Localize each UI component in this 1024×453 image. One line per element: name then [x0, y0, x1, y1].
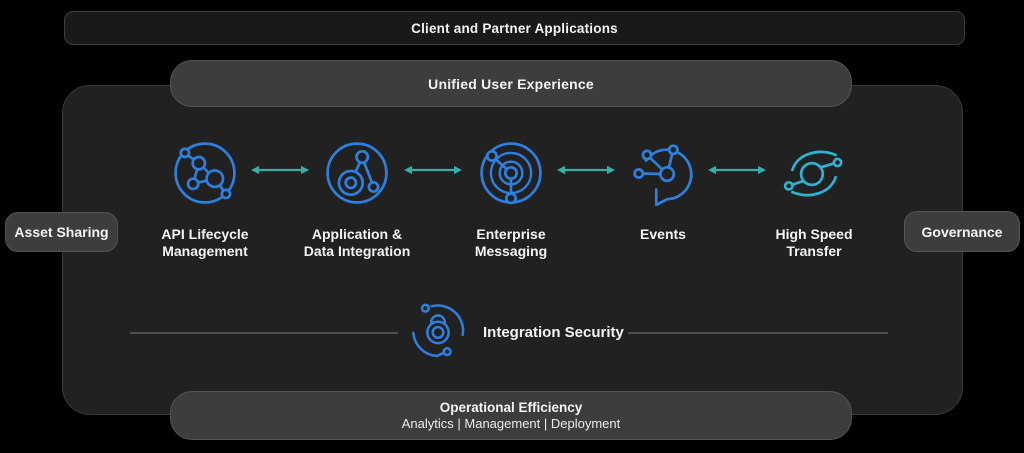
application-data-integration-icon [324, 140, 390, 206]
capability-high-speed-transfer: High Speed Transfer [738, 140, 890, 259]
governance-pill: Governance [904, 211, 1020, 252]
capability-label: Enterprise Messaging [474, 226, 548, 259]
integration-security-icon [407, 299, 469, 361]
bidirectional-arrow-icon [402, 163, 464, 177]
divider-line [628, 332, 888, 334]
unified-user-experience-label: Unified User Experience [428, 75, 594, 92]
bidirectional-arrow-icon [249, 163, 311, 177]
operational-efficiency-title: Operational Efficiency [439, 400, 583, 415]
bidirectional-arrow-icon [555, 163, 617, 177]
capability-label: High Speed Transfer [775, 226, 853, 259]
capability-label: API Lifecycle Management [161, 226, 249, 259]
capability-api-lifecycle: API Lifecycle Management [129, 140, 281, 259]
asset-sharing-pill: Asset Sharing [5, 212, 118, 252]
api-lifecycle-icon [172, 140, 238, 206]
asset-sharing-label: Asset Sharing [14, 224, 109, 240]
unified-user-experience-bar: Unified User Experience [170, 60, 852, 107]
integration-security-label: Integration Security [483, 324, 624, 341]
integration-capabilities-panel [62, 85, 963, 415]
enterprise-messaging-icon [478, 140, 544, 206]
capability-events: Events [587, 140, 739, 243]
capability-application-data-integration: Application & Data Integration [281, 140, 433, 259]
client-partner-applications-label: Client and Partner Applications [411, 20, 618, 36]
divider-line [130, 332, 398, 334]
operational-efficiency-bar: Operational Efficiency Analytics | Manag… [170, 391, 852, 440]
high-speed-transfer-icon [781, 140, 847, 206]
capability-label: Application & Data Integration [303, 226, 411, 259]
capability-label: Events [640, 226, 686, 242]
client-partner-applications-bar: Client and Partner Applications [64, 11, 965, 45]
capability-enterprise-messaging: Enterprise Messaging [435, 140, 587, 259]
events-icon [630, 140, 696, 206]
operational-efficiency-subtitle: Analytics | Management | Deployment [401, 416, 621, 431]
bidirectional-arrow-icon [706, 163, 768, 177]
governance-label: Governance [921, 223, 1003, 240]
